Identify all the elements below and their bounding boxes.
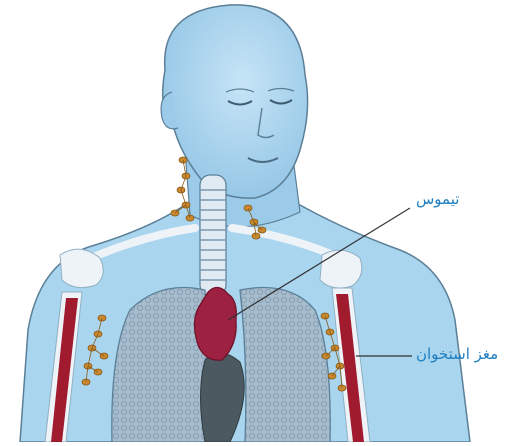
bone-marrow-label: مغز استخوان (416, 345, 498, 363)
thymus-label: تیموس (416, 190, 459, 208)
trachea (200, 175, 226, 295)
